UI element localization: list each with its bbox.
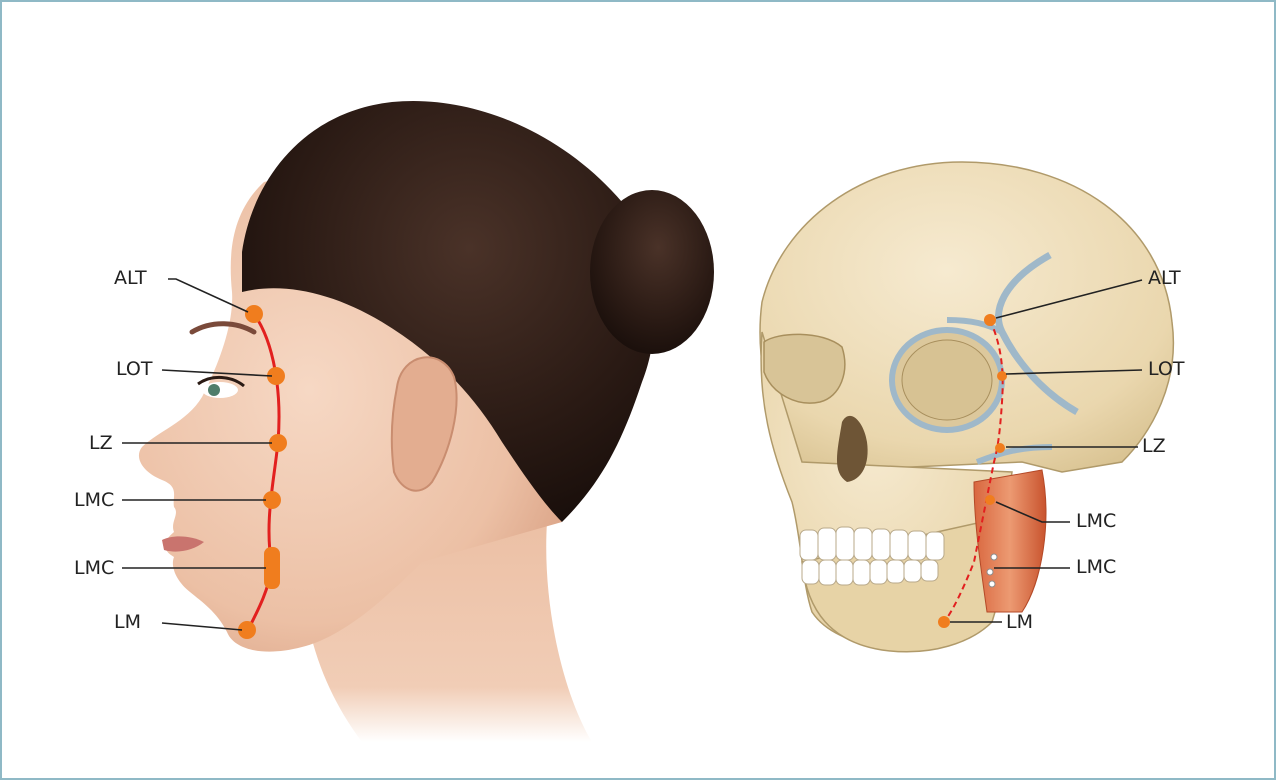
skull-lm-point	[938, 616, 950, 628]
skull-label-lot: LOT	[1148, 358, 1184, 380]
skull-lmc-point	[985, 495, 995, 505]
lmc-pad	[264, 547, 280, 589]
skull-illustration	[760, 162, 1173, 652]
face-label-lm: LM	[114, 611, 141, 633]
face-label-lot: LOT	[116, 358, 152, 380]
skull-lot-point	[997, 371, 1007, 381]
skull-label-lmc: LMC	[1076, 510, 1116, 532]
skull-label-alt: ALT	[1148, 267, 1181, 289]
skull-label-lz: LZ	[1142, 435, 1166, 457]
hair-bun	[590, 190, 714, 354]
face-label-lmc: LMC	[74, 489, 114, 511]
skull-label-lm: LM	[1006, 611, 1033, 633]
alt-point	[245, 305, 263, 323]
face-label-lmc-2: LMC	[74, 557, 114, 579]
masseter	[974, 470, 1046, 612]
face-illustration	[122, 101, 714, 742]
face-label-alt: ALT	[114, 267, 147, 289]
teeth	[800, 527, 944, 585]
skull-label-lmc-2: LMC	[1076, 556, 1116, 578]
iris	[208, 384, 220, 396]
face-label-lz: LZ	[89, 432, 113, 454]
skull-alt-point	[984, 314, 996, 326]
skull-lz-point	[995, 443, 1005, 453]
